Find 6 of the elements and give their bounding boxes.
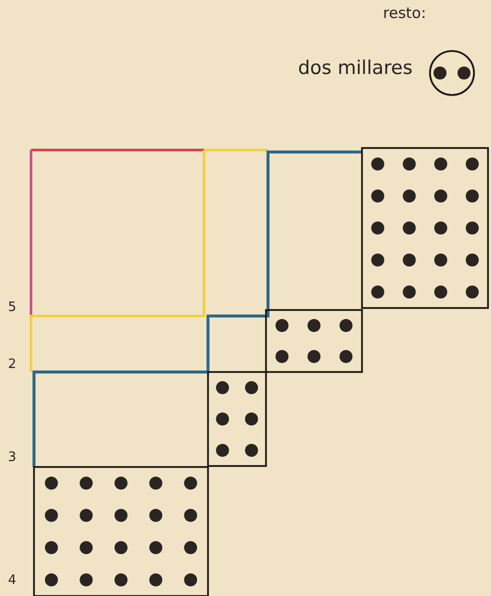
row-number: 5 [8,301,16,314]
row-number: 2 [8,358,16,371]
annotation-text: dos millares [298,59,413,78]
row-number: 3 [8,451,16,464]
row-number: 4 [8,574,16,587]
annotation-text: resto: [383,6,426,21]
